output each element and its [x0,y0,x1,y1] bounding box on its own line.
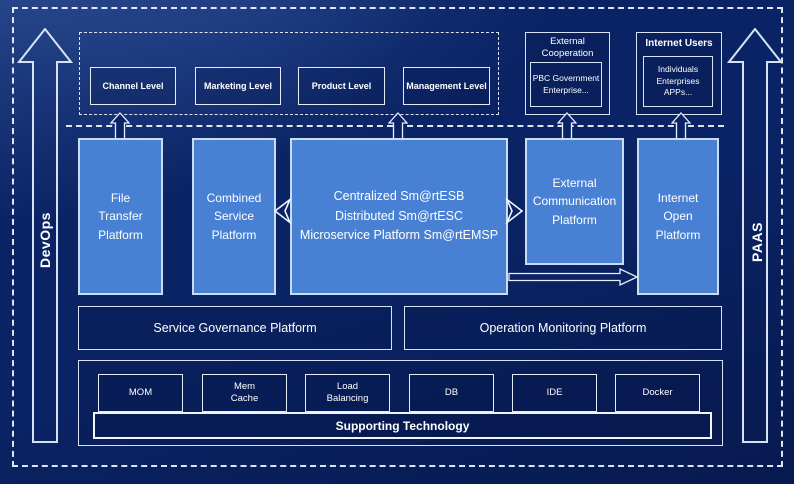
level-box-marketing: Marketing Level [195,67,281,105]
paas-label: PAAS [749,222,765,262]
external-cooperation-members-box: PBC Government Enterprise... [530,62,602,107]
up-arrow-icon [388,112,408,140]
up-arrow-icon [671,112,691,140]
right-arrow-icon [505,198,523,224]
levels-dashed-group [79,32,499,115]
operation-monitoring-platform: Operation Monitoring Platform [404,306,722,350]
external-cooperation-box: External Cooperation PBC Government Ente… [525,32,610,115]
flow-arrow-icon [508,268,638,286]
platform-file-transfer: File Transfer Platform [78,138,163,295]
tech-box-db: DB [409,374,494,412]
platform-combined-service: Combined Service Platform [192,138,276,295]
devops-label: DevOps [37,212,53,268]
level-box-channel: Channel Level [90,67,176,105]
internet-users-title: Internet Users [645,37,713,49]
platform-esb: Centralized Sm@rtESB Distributed Sm@rtES… [290,138,508,295]
internet-users-box: Internet Users Individuals Enterprises A… [636,32,722,115]
platform-external-communication: External Communication Platform [525,138,624,265]
tech-box-ide: IDE [512,374,597,412]
external-cooperation-title: External Cooperation [541,36,594,59]
tech-box-mem-cache: Mem Cache [202,374,287,412]
devops-rail-arrow-icon [17,28,73,443]
up-arrow-icon [110,112,130,140]
platform-internet-open: Internet Open Platform [637,138,719,295]
tech-box-load-balancing: Load Balancing [305,374,390,412]
outer-dashed-frame [12,7,783,467]
supporting-technology-bar: Supporting Technology [93,412,712,439]
up-arrow-icon [557,112,577,140]
paas-rail-arrow-icon [727,28,783,443]
tech-box-docker: Docker [615,374,700,412]
level-box-product: Product Level [298,67,385,105]
service-governance-platform: Service Governance Platform [78,306,392,350]
tech-box-mom: MOM [98,374,183,412]
internet-users-members-box: Individuals Enterprises APPs... [643,56,713,107]
left-arrow-icon [274,198,292,224]
level-box-management: Management Level [403,67,490,105]
